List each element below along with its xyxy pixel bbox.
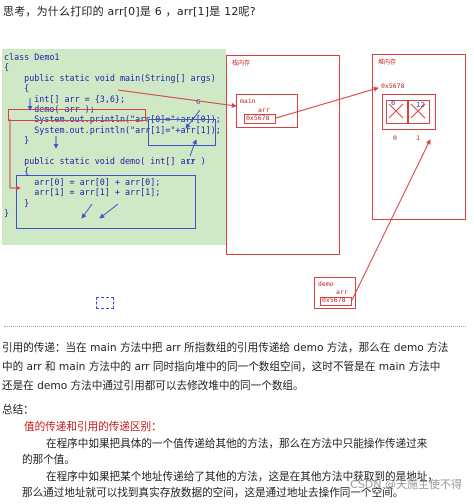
demo-frame-label: demo xyxy=(318,280,334,288)
stack-panel xyxy=(226,55,340,255)
stack-label: 栈内存 xyxy=(232,60,251,67)
annotation-6: 6 xyxy=(196,98,201,106)
code-line: System.out.println("arr[0]="+arr[0]); xyxy=(4,114,221,125)
array-object xyxy=(382,94,436,130)
arrow-call-to-demo xyxy=(9,119,21,191)
code-line: System.out.println("arr[1]="+arr[1]); xyxy=(4,124,221,135)
main-ref-value: 0x5678 xyxy=(246,114,270,122)
code-line: } xyxy=(4,197,30,208)
para-line: 还是在 demo 方法中通过引用都可以去修改堆中的同一个数组。 xyxy=(2,380,304,392)
code-line: public static void demo( int[] arr ) xyxy=(4,156,206,167)
summary-list: 值的传递和引用的传递区别： 在程序中如果把具体的一个值传递给其他的方法，那么在方… xyxy=(2,419,462,502)
question-text: 思考，为什么打印的 arr[0]是 6 ，arr[1]是 12呢? xyxy=(3,5,256,18)
code-line: public static void main(String[] args) xyxy=(4,72,216,83)
code-line: class Demo1 xyxy=(4,52,60,62)
main-var-label: arr xyxy=(258,106,270,114)
annotation-12: 12 xyxy=(186,158,195,166)
main-ref-cell xyxy=(244,114,276,124)
summary-line: 在程序中如果把具体的一个值传递给其他的方法，那么在方法中只能操作传递过来 xyxy=(46,437,428,450)
code-line: } xyxy=(4,135,30,146)
heap-address: 0x5678 xyxy=(381,82,405,90)
array-cell-1 xyxy=(408,100,430,124)
heap-label: 堆内存 xyxy=(378,59,397,66)
demo-var-label: arr xyxy=(336,288,348,296)
heap-panel xyxy=(372,54,466,220)
code-line: arr[1] = arr[1] + arr[1]; xyxy=(4,187,161,198)
arrow-layer xyxy=(9,86,431,301)
arrow-value-12 xyxy=(189,139,197,157)
summary-heading: 值的传递和引用的传递区别： xyxy=(24,421,162,433)
main-frame xyxy=(236,94,298,128)
arrow-main-into-stack xyxy=(117,89,237,108)
code-background xyxy=(2,49,226,245)
code-block: class Demo1{ public static void main(Str… xyxy=(4,52,221,219)
cross-cell0 xyxy=(388,103,404,119)
cell1-value: 12 xyxy=(416,101,425,109)
code-line: } xyxy=(4,208,10,219)
arrow-value-6 xyxy=(185,109,201,129)
code-line: int[] arr = {3,6}; xyxy=(4,93,126,104)
code-line: { xyxy=(4,166,30,177)
arrow-main-to-heap xyxy=(275,86,379,119)
watermark: CSDN @天施主使不得 xyxy=(350,478,462,491)
divider xyxy=(4,326,466,327)
summary-line: 在程序中如果把某个地址传递给了其他的方法，这是在其他方法中获取到的是地址， xyxy=(46,470,438,483)
print-values-box xyxy=(148,119,216,146)
code-line: { xyxy=(4,83,30,94)
arrow-demo-b xyxy=(99,203,119,219)
code-line: arr[0] = arr[0] + arr[0]; xyxy=(4,176,161,187)
cell0-value: 6 xyxy=(391,99,396,107)
demo-call-box xyxy=(8,109,146,121)
arrow-demo-to-heap xyxy=(351,139,431,301)
memory-diagram: class Demo1{ public static void main(Str… xyxy=(0,48,474,340)
demo-ref-value: 0x5678 xyxy=(322,296,346,304)
main-frame-label: main xyxy=(240,97,256,105)
summary-line: 那么通过地址就可以找到真实存放数据的空间，这是通过地址去操作同一个空间。 xyxy=(22,487,404,499)
para-line: 引用的传递：当在 main 方法中把 arr 所指数组的引用传递给 demo 方… xyxy=(2,342,449,354)
marker-box xyxy=(96,297,114,309)
para-line: 中的 arr 和 main 方法中的 arr 同时指向堆中的同一个数组空间，这时… xyxy=(2,361,441,373)
index-0: 0 xyxy=(393,134,397,142)
array-cell-0 xyxy=(386,100,408,124)
demo-method-box xyxy=(16,175,196,229)
arrow-demo-a xyxy=(81,203,93,219)
summary-line: 的那个值。 xyxy=(22,454,75,466)
code-line: { xyxy=(4,62,10,73)
index-1: 1 xyxy=(416,134,420,142)
demo-ref-cell xyxy=(320,297,352,306)
reference-pass-paragraph: 引用的传递：当在 main 方法中把 arr 所指数组的引用传递给 demo 方… xyxy=(2,339,462,396)
summary-title: 总结： xyxy=(2,404,34,416)
cross-cell1 xyxy=(410,103,426,119)
